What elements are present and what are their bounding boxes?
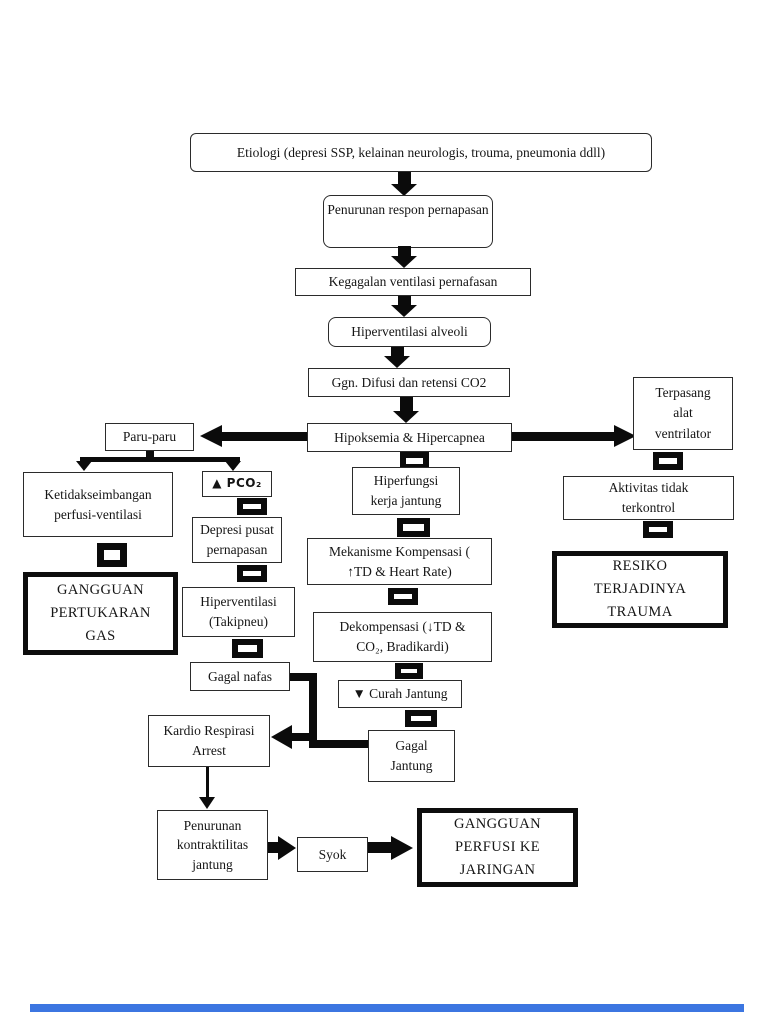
arrow-right-ventilator-head xyxy=(614,425,636,447)
arrow-syok-shaft xyxy=(268,842,278,853)
arrow-down-4-head xyxy=(384,356,410,368)
branch-hline xyxy=(80,457,240,462)
node-paru-paru: Paru-paru xyxy=(105,423,194,451)
node-ketidakseimbangan: Ketidakseimbangan perfusi-ventilasi xyxy=(23,472,173,537)
node-gangguan-pertukaran-gas: GANGGUAN PERTUKARAN GAS xyxy=(23,572,178,655)
arrow-down-2-head xyxy=(391,256,417,268)
node-penurunan-respon: Penurunan respon pernapasan xyxy=(323,195,493,248)
node-kardio-respirasi-arrest: Kardio Respirasi Arrest xyxy=(148,715,270,767)
arrow-left-paru-shaft xyxy=(220,432,307,441)
node-curah-jantung: ▼ Curah Jantung xyxy=(338,680,462,708)
node-hiperventilasi-takipneu: Hiperventilasi (Takipneu) xyxy=(182,587,295,637)
node-etiologi: Etiologi (depresi SSP, kelainan neurolog… xyxy=(190,133,652,172)
node-ggn-difusi: Ggn. Difusi dan retensi CO2 xyxy=(308,368,510,397)
node-kegagalan-ventilasi: Kegagalan ventilasi pernafasan xyxy=(295,268,531,296)
arrow-gangguan-shaft xyxy=(368,842,391,853)
connector-heart-4 xyxy=(395,663,423,679)
arrow-gangguan-head xyxy=(391,836,413,860)
node-penurunan-kontraktilitas: Penurunan kontraktilitas jantung xyxy=(157,810,268,880)
node-resiko-trauma: RESIKO TERJADINYA TRAUMA xyxy=(552,551,728,628)
arrow-right-ventilator-shaft xyxy=(512,432,615,441)
arrow-down-1-shaft xyxy=(398,172,411,185)
node-depresi-pusat: Depresi pusat pernapasan xyxy=(192,517,282,563)
connector-pco2-3 xyxy=(232,639,263,658)
connector-right-1 xyxy=(653,452,683,470)
arrow-down-5-shaft xyxy=(400,397,413,411)
node-hiperventilasi-alveoli: Hiperventilasi alveoli xyxy=(328,317,491,347)
node-terpasang-ventilator: Terpasang alat ventrilator xyxy=(633,377,733,450)
elbow-vseg xyxy=(309,673,317,748)
connector-right-2 xyxy=(643,521,673,538)
arrow-down-1-head xyxy=(391,184,417,196)
arrow-down-2-shaft xyxy=(398,246,411,257)
connector-heart-5 xyxy=(405,710,437,727)
connector-pco2-2 xyxy=(237,565,267,582)
branch-arrowhead-right xyxy=(225,461,241,471)
node-syok: Syok xyxy=(297,837,368,872)
elbow-gagalnafas-hseg xyxy=(290,673,317,681)
arrow-left-paru-head xyxy=(200,425,222,447)
connector-left-1 xyxy=(97,543,127,567)
node-hiperfungsi-jantung: Hiperfungsi kerja jantung xyxy=(352,467,460,515)
elbow-gagaljantung-hseg xyxy=(309,740,368,748)
thin-arrow-head xyxy=(199,797,215,809)
connector-heart-2 xyxy=(397,518,430,537)
elbow-arrow-shaft xyxy=(292,733,309,741)
thin-arrow-shaft xyxy=(206,767,209,797)
elbow-arrow-head xyxy=(271,725,292,749)
arrow-down-4-shaft xyxy=(391,347,404,356)
connector-pco2-1 xyxy=(237,498,267,515)
node-gangguan-perfusi: GANGGUAN PERFUSI KE JARINGAN xyxy=(417,808,578,887)
node-aktivitas-tidak-terkontrol: Aktivitas tidak terkontrol xyxy=(563,476,734,520)
node-gagal-nafas: Gagal nafas xyxy=(190,662,290,691)
branch-stub xyxy=(146,451,154,459)
arrow-syok-head xyxy=(278,836,296,860)
node-mekanisme-kompensasi: Mekanisme Kompensasi ( ↑TD & Heart Rate) xyxy=(307,538,492,585)
branch-arrowhead-left xyxy=(76,461,92,471)
node-hipoksemia: Hipoksemia & Hipercapnea xyxy=(307,423,512,452)
arrow-down-3-shaft xyxy=(398,296,411,306)
node-dekompensasi: Dekompensasi (↓TD & CO₂, Bradikardi) xyxy=(313,612,492,662)
connector-heart-3 xyxy=(388,588,418,605)
footer-highlight-bar xyxy=(30,1004,744,1012)
node-pco2: ▲ PCO₂ xyxy=(202,471,272,497)
arrow-down-3-head xyxy=(391,305,417,317)
node-gagal-jantung: Gagal Jantung xyxy=(368,730,455,782)
arrow-down-5-head xyxy=(393,411,419,423)
